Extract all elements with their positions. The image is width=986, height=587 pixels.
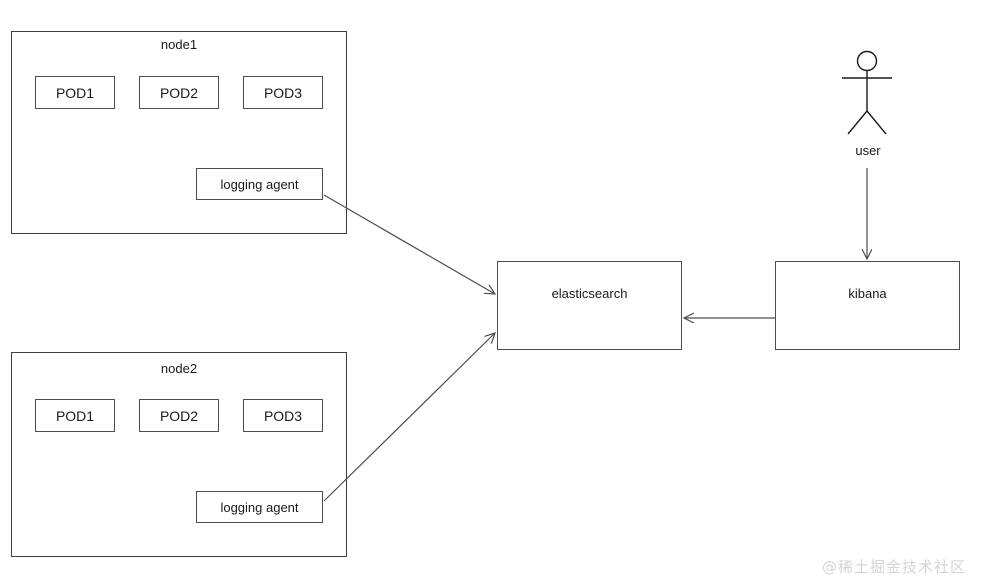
elasticsearch-box[interactable]: elasticsearch xyxy=(497,261,682,350)
user-label: user xyxy=(855,143,881,158)
node2-logging-agent[interactable]: logging agent xyxy=(196,491,323,523)
watermark: @稀土掘金技术社区 xyxy=(822,558,967,576)
node-group-node2[interactable] xyxy=(11,352,347,557)
node2-pod-3-label: POD3 xyxy=(263,407,303,424)
arrow-node1-agent-to-elasticsearch xyxy=(323,194,495,294)
node2-pod-3[interactable]: POD3 xyxy=(243,399,323,432)
node1-pod-3-label: POD3 xyxy=(263,84,303,101)
user-stick-figure-icon xyxy=(842,50,892,135)
node1-pod-2[interactable]: POD2 xyxy=(139,76,219,109)
node2-title: node2 xyxy=(160,361,198,376)
node1-pod-3[interactable]: POD3 xyxy=(243,76,323,109)
node1-logging-agent-label: logging agent xyxy=(220,176,299,192)
node1-pod-1-label: POD1 xyxy=(55,84,95,101)
node1-pod-2-label: POD2 xyxy=(159,84,199,101)
node1-title: node1 xyxy=(160,37,198,52)
node2-logging-agent-label: logging agent xyxy=(220,499,299,515)
node2-pod-1[interactable]: POD1 xyxy=(35,399,115,432)
kibana-box[interactable]: kibana xyxy=(775,261,960,350)
node-group-node1[interactable] xyxy=(11,31,347,234)
node1-pod-1[interactable]: POD1 xyxy=(35,76,115,109)
kibana-label: kibana xyxy=(848,286,887,301)
node1-logging-agent[interactable]: logging agent xyxy=(196,168,323,200)
node2-pod-1-label: POD1 xyxy=(55,407,95,424)
elasticsearch-label: elasticsearch xyxy=(551,286,628,301)
node2-pod-2-label: POD2 xyxy=(159,407,199,424)
node2-pod-2[interactable]: POD2 xyxy=(139,399,219,432)
arrow-node2-agent-to-elasticsearch xyxy=(323,333,495,502)
